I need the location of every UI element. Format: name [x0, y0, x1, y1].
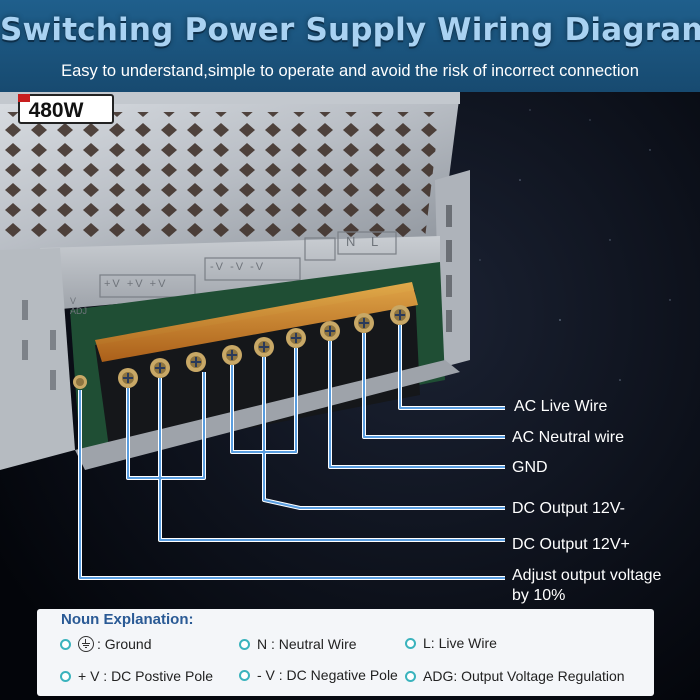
callout-adjust-line1: Adjust output voltage — [512, 567, 662, 584]
legend-adg: ADG: Output Voltage Regulation — [405, 668, 625, 684]
callout-adjust: Adjust output voltage by 10% — [512, 566, 661, 606]
bullet-icon — [405, 637, 416, 649]
legend-live: L: Live Wire — [405, 635, 497, 651]
legend-neutral: N : Neutral Wire — [239, 636, 357, 652]
legend-title: Noun Explanation: — [61, 611, 194, 628]
legend-positive: + V : DC Postive Pole — [60, 668, 213, 684]
callout-ac-neutral: AC Neutral wire — [512, 429, 625, 446]
wattage-badge: 480W — [18, 94, 114, 124]
mark-plus-v: +V +V +V — [104, 278, 168, 290]
mark-minus-v: -V -V -V — [210, 261, 266, 273]
noun-explanation-panel: Noun Explanation: : Ground N : Neutral W… — [37, 609, 654, 696]
callout-ac-live: AC Live Wire — [514, 398, 608, 415]
callout-adjust-line2: by 10% — [512, 587, 566, 604]
bullet-icon — [60, 638, 71, 650]
bullet-icon — [60, 670, 71, 682]
bullet-icon — [239, 638, 250, 650]
badge-red-mark — [18, 94, 30, 102]
bullet-icon — [239, 669, 250, 681]
callout-dc-positive: DC Output 12V+ — [512, 536, 630, 553]
header-banner: Switching Power Supply Wiring Diagram Ea… — [0, 0, 700, 92]
page-title: Switching Power Supply Wiring Diagram — [0, 12, 700, 48]
callout-gnd: GND — [512, 459, 548, 476]
callout-dc-negative: DC Output 12V- — [512, 500, 625, 517]
bullet-icon — [405, 670, 416, 682]
legend-negative: - V : DC Negative Pole — [239, 667, 398, 683]
mark-ac: N L — [346, 234, 385, 249]
ground-icon — [78, 636, 94, 652]
legend-ground: : Ground — [60, 636, 151, 652]
page-subtitle: Easy to understand,simple to operate and… — [61, 62, 639, 80]
